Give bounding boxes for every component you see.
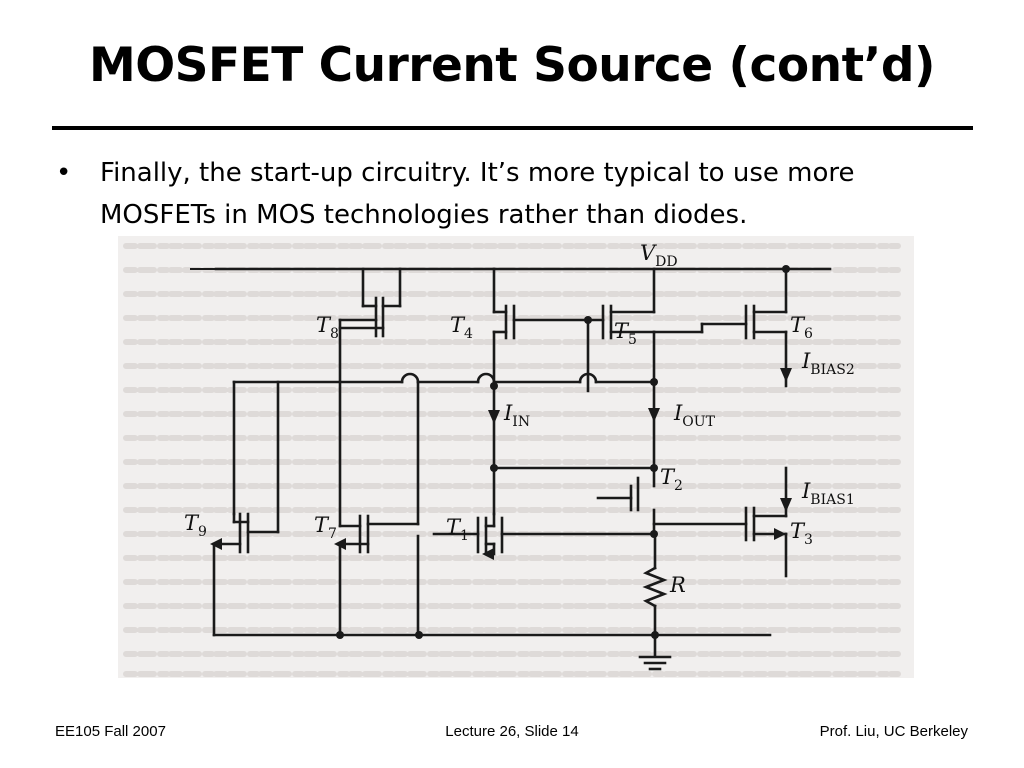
circuit-schematic: VDD T8 T4 T5 T6 T2 T1 T7 T9 T3 IBIAS2 IB… <box>118 236 914 678</box>
title-divider <box>52 126 973 130</box>
transistor-t1 <box>432 512 656 560</box>
t1-label: T1 <box>446 515 469 544</box>
t8-label: T8 <box>316 313 339 342</box>
transistor-t3 <box>652 466 792 578</box>
transistor-t9 <box>210 380 280 554</box>
scan-background-texture <box>118 236 914 678</box>
slide-title: MOSFET Current Source (cont’d) <box>88 38 936 93</box>
iout-arrow-icon <box>648 408 660 422</box>
resistor-r <box>642 532 668 637</box>
ground-symbol <box>638 633 672 671</box>
footer-course: EE105 Fall 2007 <box>55 723 166 740</box>
ibias1-label: IBIAS1 <box>801 479 855 508</box>
transistor-t8 <box>338 267 402 528</box>
footer-author: Prof. Liu, UC Berkeley <box>819 723 968 740</box>
t4-label: T4 <box>450 313 473 342</box>
bullet-dot-icon: • <box>56 158 72 188</box>
crossover-bus <box>232 372 658 516</box>
transistor-t6 <box>700 267 792 388</box>
transistor-t5 <box>584 267 704 468</box>
t9-label: T9 <box>184 511 207 540</box>
vdd-label: VDD <box>640 241 678 270</box>
transistor-t4 <box>492 267 590 388</box>
ibias2-label: IBIAS2 <box>801 349 855 378</box>
footer-slide-number: Lecture 26, Slide 14 <box>445 723 579 740</box>
iin-label: IIN <box>503 401 530 430</box>
iout-label: IOUT <box>673 401 716 430</box>
iin-branch <box>488 384 658 516</box>
t7-label: T7 <box>314 513 337 542</box>
t3-label: T3 <box>790 519 813 548</box>
t6-label: T6 <box>790 313 813 342</box>
resistor-label: R <box>669 573 686 597</box>
t5-label: T5 <box>614 319 637 348</box>
bullet-text: Finally, the start-up circuitry. It’s mo… <box>100 158 855 230</box>
transistor-t7 <box>334 380 420 637</box>
circuit-figure: VDD T8 T4 T5 T6 T2 T1 T7 T9 T3 IBIAS2 IB… <box>118 236 914 678</box>
t2-label: T2 <box>660 465 683 494</box>
